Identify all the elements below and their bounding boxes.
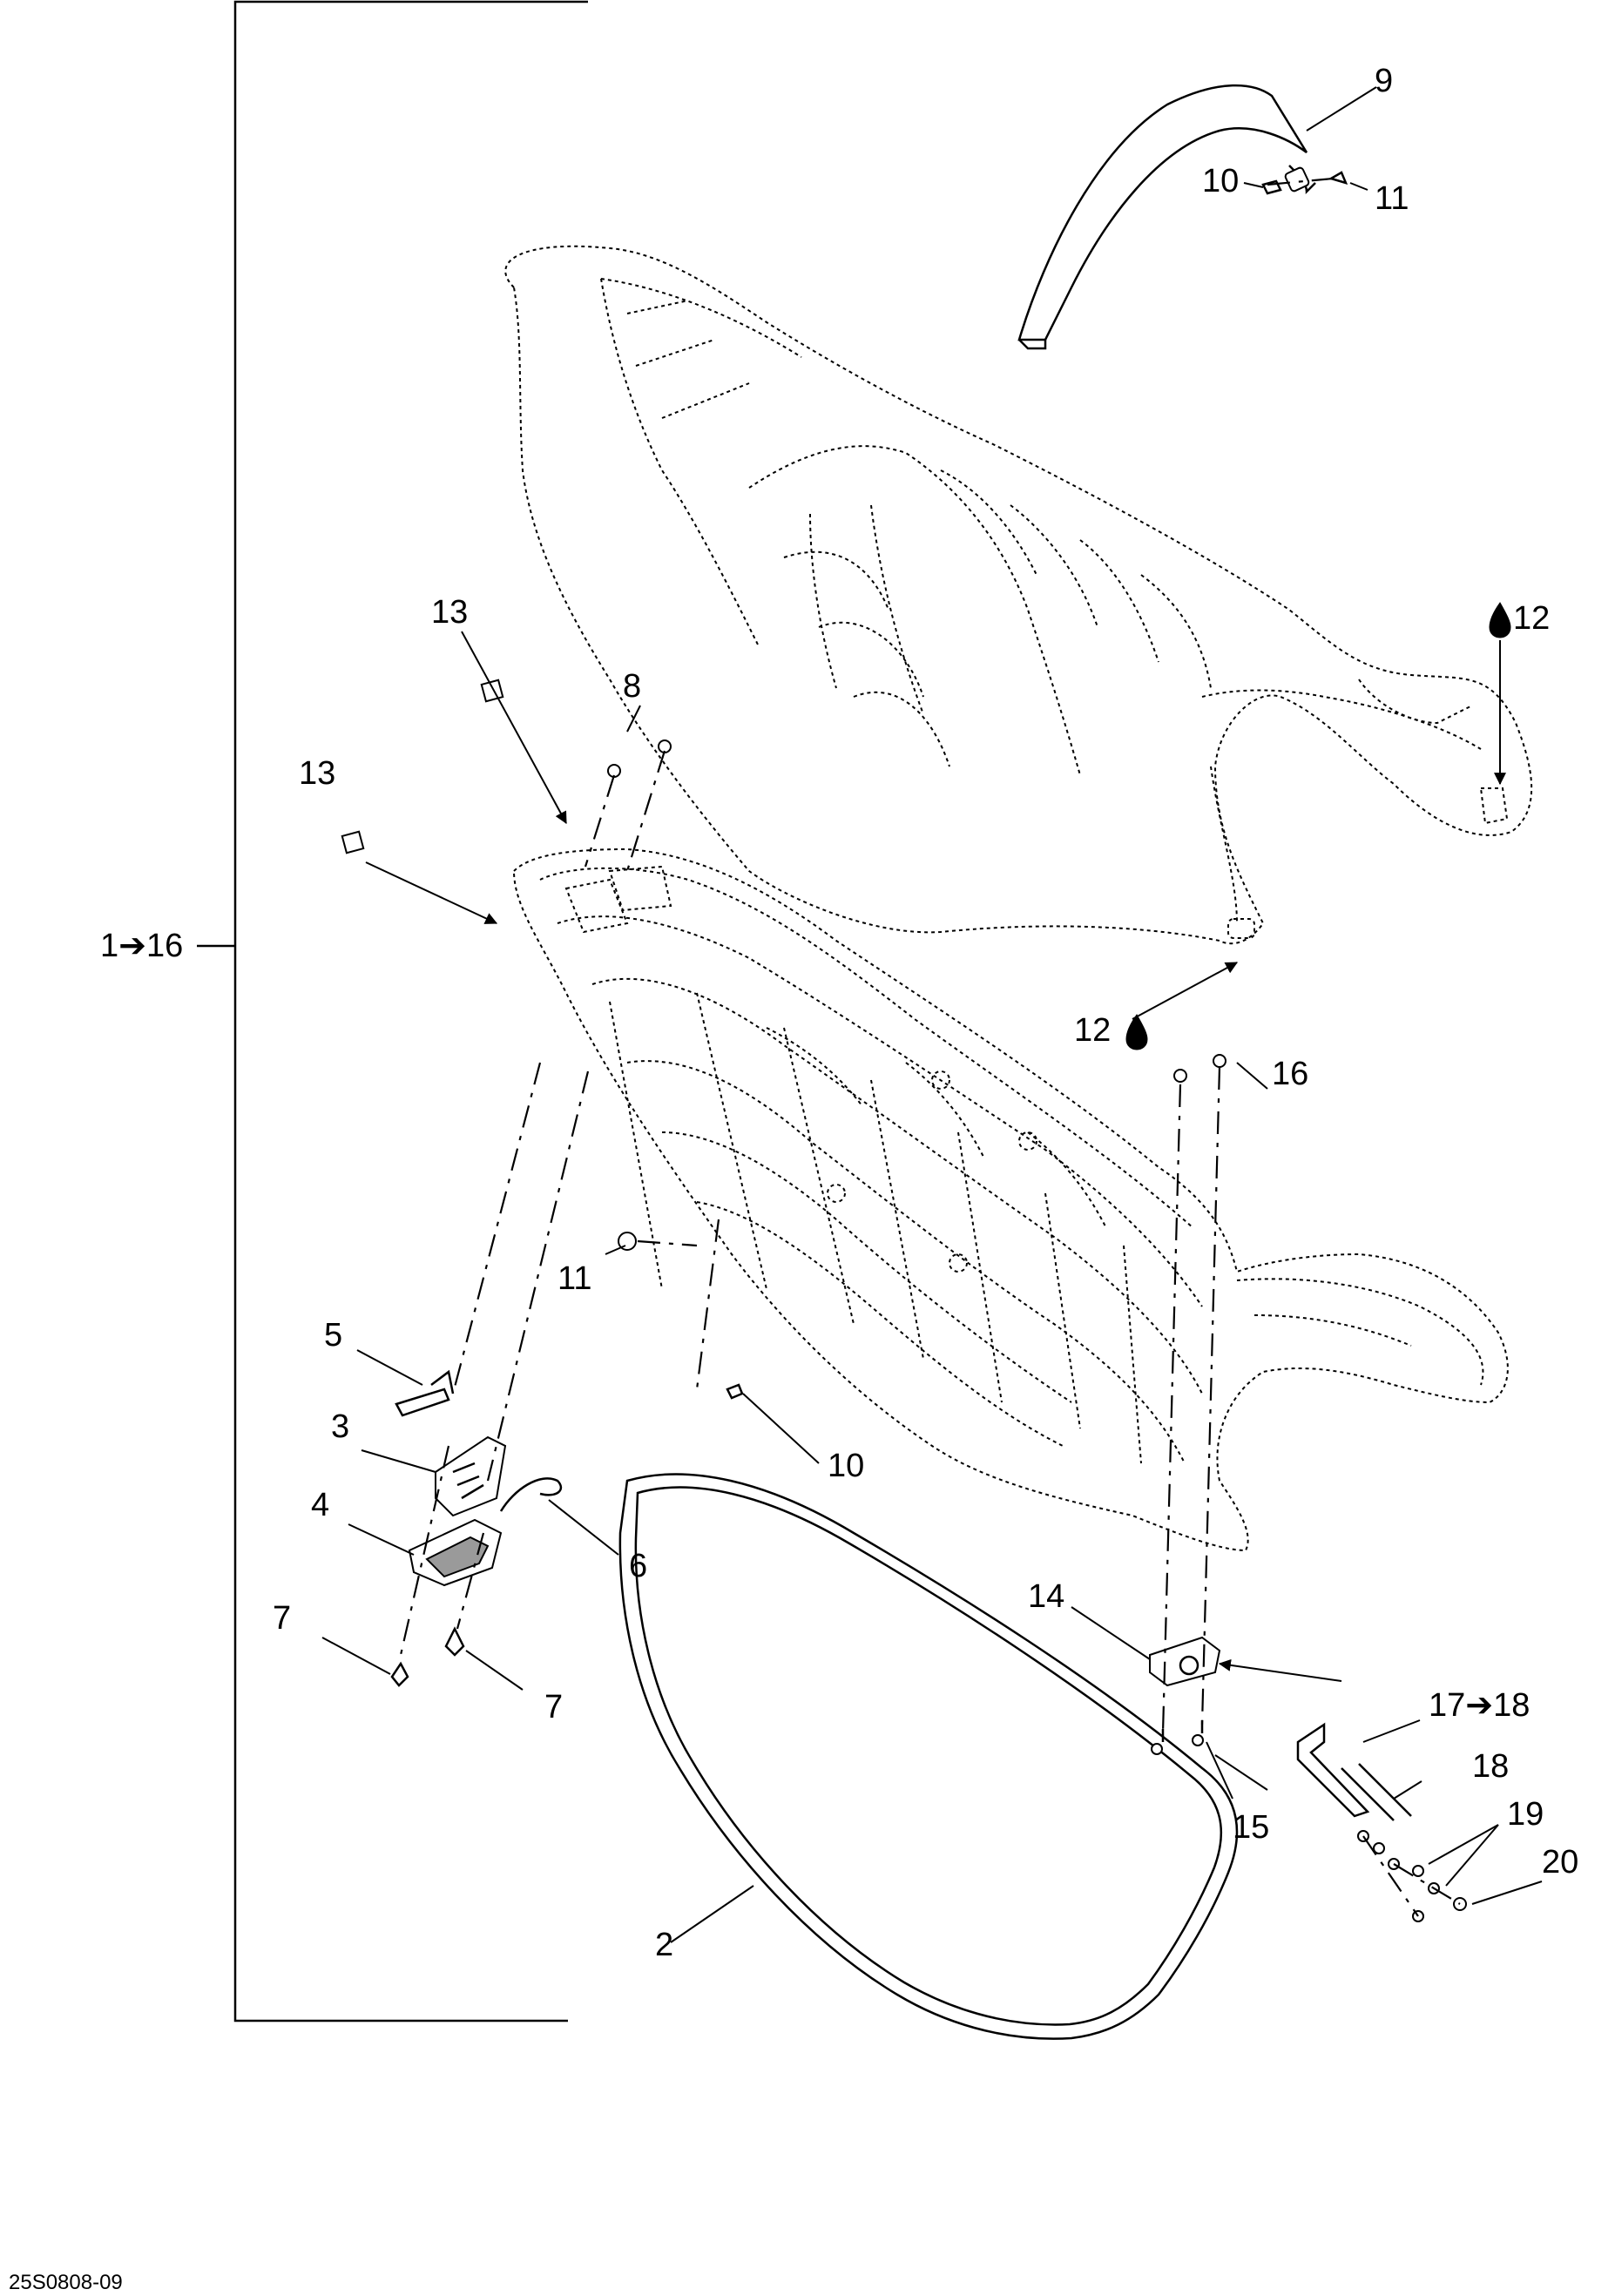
small-hardware-drawing	[341, 171, 1348, 1400]
callout-20: 20	[1542, 1844, 1578, 1881]
seat-base-drawing	[512, 847, 1509, 1552]
fluid-drop-icon	[1125, 602, 1511, 1050]
callout-5: 5	[324, 1317, 342, 1354]
assembly-bracket	[197, 0, 588, 2023]
callout-13-left: 13	[299, 755, 335, 792]
leader-lines	[321, 86, 1543, 1943]
callout-14: 14	[1028, 1578, 1064, 1615]
callout-11-top: 11	[1375, 180, 1409, 217]
callout-2: 2	[655, 1927, 673, 1963]
callout-17-18: 17➔18	[1429, 1687, 1530, 1724]
callout-19: 19	[1507, 1796, 1544, 1833]
callout-7-left: 7	[273, 1600, 291, 1637]
grab-strap-drawing	[1017, 84, 1316, 350]
lock-hardware-drawing	[390, 1369, 563, 1687]
callout-4: 4	[311, 1487, 329, 1523]
callout-8: 8	[623, 668, 641, 705]
hook-hardware-drawing	[1149, 1636, 1467, 1922]
callout-9: 9	[1375, 63, 1393, 99]
callout-12-bottom: 12	[1074, 1012, 1111, 1049]
callout-10-mid: 10	[828, 1448, 864, 1484]
callout-10-top: 10	[1202, 163, 1239, 199]
callout-6: 6	[629, 1548, 647, 1584]
callout-16: 16	[1272, 1056, 1308, 1092]
callout-18: 18	[1472, 1748, 1509, 1785]
alignment-lines	[399, 177, 1461, 1917]
seat-cover-drawing	[504, 245, 1533, 945]
drawing-id: 25S0808-09	[9, 2271, 123, 2294]
callout-labels: 1➔16 9 10 11 12 12 13 13 8 16 11 10 5 3 …	[100, 63, 1578, 1963]
callout-12-top: 12	[1513, 600, 1550, 637]
seal-drawing	[618, 1473, 1239, 2040]
callout-7-right: 7	[544, 1689, 563, 1725]
callout-11-left: 11	[557, 1260, 591, 1297]
callout-15: 15	[1233, 1809, 1269, 1846]
callout-3: 3	[331, 1408, 349, 1445]
assembly-range-label: 1➔16	[100, 928, 183, 964]
callout-13-top: 13	[431, 594, 468, 631]
